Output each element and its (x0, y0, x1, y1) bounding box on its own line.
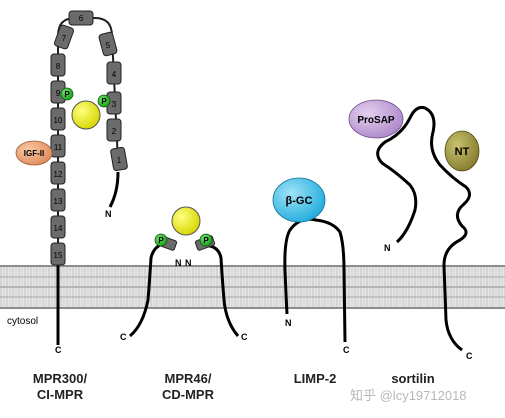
mpr46-n-terminus-left: N (175, 258, 182, 268)
svg-text:13: 13 (54, 197, 63, 206)
mpr300-c-terminus: C (55, 345, 62, 355)
svg-text:P: P (64, 90, 70, 99)
mpr300-phospho-left: P (60, 87, 74, 101)
limp2-n-terminus: N (285, 318, 292, 328)
mpr46-caption-line2: CD-MPR (162, 387, 214, 402)
svg-text:2: 2 (112, 127, 117, 136)
svg-text:P: P (101, 97, 107, 106)
mpr300-domain-4: 4 (106, 61, 122, 85)
svg-text:11: 11 (54, 143, 63, 152)
svg-text:10: 10 (54, 116, 63, 125)
mpr300-ligand-ball (71, 100, 101, 130)
sortilin-n-terminus: N (384, 243, 391, 253)
mpr300-domain-5: 5 (98, 31, 118, 57)
limp2-caption: LIMP-2 (293, 371, 337, 386)
mpr46-phospho-left: P (154, 233, 168, 247)
mpr300-domain-12: 12 (50, 161, 66, 185)
prosap-ligand: ProSAP (348, 99, 404, 139)
svg-text:β-GC: β-GC (286, 195, 313, 207)
svg-text:1: 1 (117, 156, 122, 165)
mpr300-phospho-right: P (97, 94, 111, 108)
mpr46-c-terminus-left: C (120, 332, 127, 342)
mpr46-caption: MPR46/ CD-MPR (148, 371, 228, 403)
svg-text:NT: NT (455, 146, 470, 158)
mpr46-ligand-ball (171, 206, 201, 236)
svg-text:12: 12 (54, 170, 63, 179)
mpr300-domain-1: 1 (110, 146, 128, 172)
mpr46-phospho-right: P (199, 233, 213, 247)
beta-gc-ligand: β-GC (272, 177, 326, 223)
svg-text:P: P (158, 236, 164, 245)
svg-text:3: 3 (112, 100, 117, 109)
mpr300-domain-8: 8 (50, 53, 66, 77)
mpr46-receptor: P P N N C C (120, 206, 248, 342)
mpr46-left-chain (128, 242, 172, 338)
mpr46-caption-line1: MPR46/ (164, 371, 212, 386)
svg-text:IGF-II: IGF-II (24, 149, 44, 158)
svg-text:4: 4 (112, 70, 117, 79)
svg-text:9: 9 (56, 89, 61, 98)
igf2-ligand: IGF-II (15, 140, 53, 166)
mpr300-caption: MPR300/ CI-MPR (20, 371, 100, 403)
svg-text:15: 15 (54, 251, 63, 260)
mpr46-c-terminus-right: C (241, 332, 248, 342)
mpr300-domain-11: 11 (50, 134, 66, 158)
mpr300-n-tail (108, 171, 120, 208)
svg-text:7: 7 (62, 34, 67, 43)
mpr300-domain-6: 6 (68, 10, 94, 26)
mpr300-domain-10: 10 (50, 107, 66, 131)
mpr300-domain-13: 13 (50, 188, 66, 212)
mpr300-caption-line2: CI-MPR (36, 387, 84, 402)
svg-text:6: 6 (79, 14, 84, 23)
mpr300-n-terminus: N (105, 209, 112, 219)
mpr300-domain-15: 15 (50, 242, 66, 266)
nt-ligand: NT (444, 130, 480, 172)
mpr300-caption-line1: MPR300/ (32, 371, 88, 386)
sortilin-c-terminus: C (466, 351, 473, 361)
svg-text:P: P (203, 236, 209, 245)
sortilin-caption: sortilin (391, 371, 435, 386)
mpr300-domain-14: 14 (50, 215, 66, 239)
svg-text:ProSAP: ProSAP (357, 115, 395, 126)
mpr300-domain-7: 7 (54, 24, 74, 50)
sortilin-receptor: ProSAP NT N C (348, 99, 480, 361)
limp2-receptor: β-GC N C (272, 177, 350, 355)
sortilin-chain (376, 106, 471, 352)
mpr46-right-chain (200, 244, 240, 337)
mpr300-receptor: 1 2 3 4 5 6 7 8 9 10 11 12 13 14 15 P P … (15, 10, 128, 355)
svg-text:14: 14 (54, 224, 63, 233)
membrane (0, 265, 505, 309)
watermark: 知乎 @lcy19712018 (350, 388, 467, 403)
svg-text:5: 5 (106, 41, 111, 50)
limp2-c-terminus: C (343, 345, 350, 355)
mpr300-domain-2: 2 (106, 118, 122, 142)
cytosol-label: cytosol (7, 316, 38, 327)
mpr46-n-terminus-right: N (185, 258, 192, 268)
svg-text:8: 8 (56, 62, 61, 71)
